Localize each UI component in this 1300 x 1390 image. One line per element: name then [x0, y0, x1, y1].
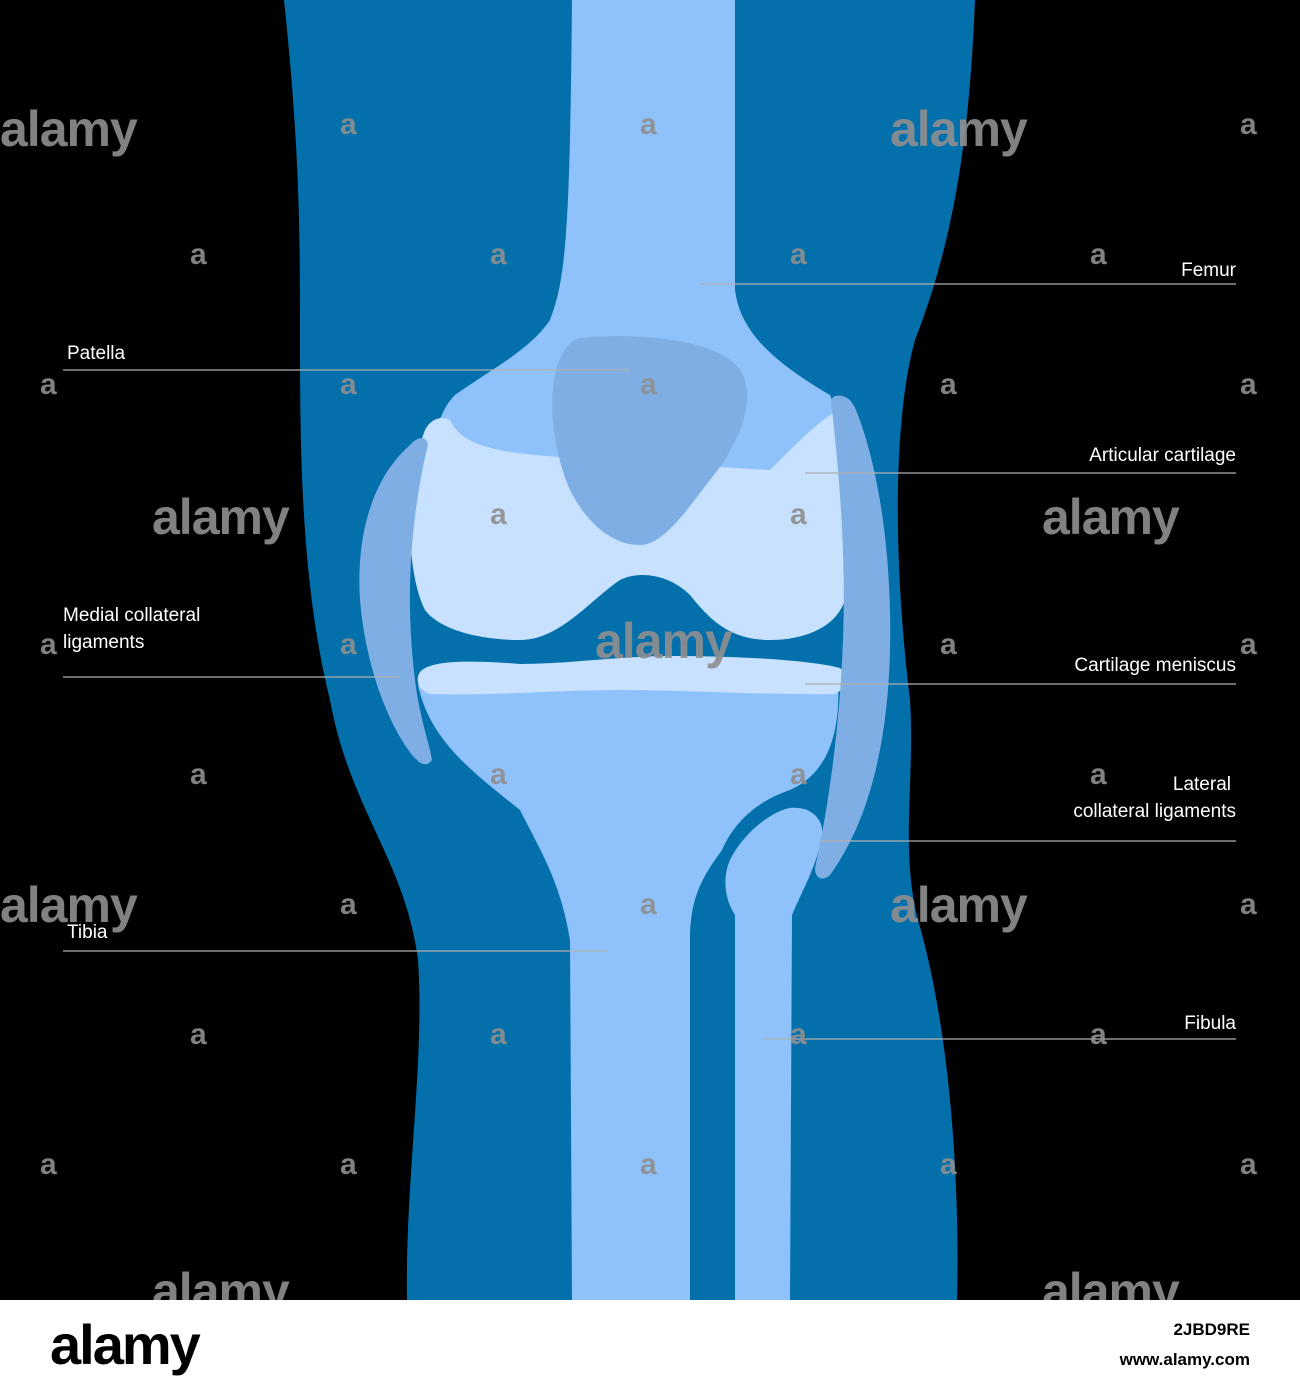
footer-bar: alamy 2JBD9RE www.alamy.com	[0, 1300, 1300, 1390]
lateral-collateral-label-line1: Lateral	[1172, 774, 1231, 795]
cartilage-meniscus	[417, 656, 846, 695]
patella-label: Patella	[67, 343, 126, 364]
watermark-mark: a	[1240, 628, 1257, 661]
tibia-bone	[418, 678, 839, 1300]
tibia-label: Tibia	[67, 922, 108, 943]
watermark-mark: a	[340, 628, 357, 661]
watermark-mark: a	[490, 1018, 507, 1051]
femur-label: Femur	[1181, 260, 1236, 281]
medial-collateral-ligament	[359, 438, 432, 765]
watermark-mark: a	[40, 1148, 57, 1181]
watermark-mark: a	[340, 888, 357, 921]
medial-collateral-label-line2: ligaments	[63, 632, 145, 653]
watermark-mark: a	[190, 758, 207, 791]
fibula-bone	[725, 807, 823, 1300]
watermark-logo: alamy	[152, 489, 290, 545]
watermark-logo: alamy	[890, 101, 1028, 157]
watermark-mark: a	[1090, 758, 1107, 791]
watermark-mark: a	[1240, 888, 1257, 921]
cartilage-meniscus-label: Cartilage meniscus	[1074, 655, 1236, 676]
watermark-mark: a	[640, 888, 657, 921]
watermark-logo: alamy	[595, 613, 733, 669]
lateral-collateral-label-line2: collateral ligaments	[1073, 801, 1236, 822]
watermark-mark: a	[490, 758, 507, 791]
watermark-mark: a	[640, 108, 657, 141]
watermark-mark: a	[790, 1018, 807, 1051]
medial-collateral-label-line1: Medial collateral	[63, 605, 201, 626]
watermark-mark: a	[340, 108, 357, 141]
watermark-mark: a	[790, 238, 807, 271]
watermark-logo: alamy	[0, 101, 138, 157]
watermark-mark: a	[340, 368, 357, 401]
watermark-logo: alamy	[890, 877, 1028, 933]
lateral-collateral-ligament	[815, 395, 891, 879]
watermark-mark: a	[940, 628, 957, 661]
patella-bone	[552, 336, 748, 545]
watermark-logo: alamy	[0, 877, 138, 933]
footer-image-id: 2JBD9RE	[1173, 1320, 1250, 1339]
fibula-label: Fibula	[1184, 1013, 1236, 1034]
watermark-mark: a	[190, 1018, 207, 1051]
watermark-mark: a	[640, 1148, 657, 1181]
watermark-mark: a	[40, 368, 57, 401]
watermark-mark: a	[1090, 238, 1107, 271]
watermark-mark: a	[640, 368, 657, 401]
watermark-mark: a	[1240, 368, 1257, 401]
watermark-logo: alamy	[1042, 489, 1180, 545]
watermark-mark: a	[790, 758, 807, 791]
watermark-mark: a	[190, 238, 207, 271]
watermark-mark: a	[40, 628, 57, 661]
leg-soft-tissue	[284, 0, 975, 1300]
watermark-mark: a	[1090, 1018, 1107, 1051]
watermark-mark: a	[790, 498, 807, 531]
watermark-mark: a	[940, 1148, 957, 1181]
watermark-mark: a	[340, 1148, 357, 1181]
watermark-mark: a	[1240, 1148, 1257, 1181]
watermark-mark: a	[1240, 108, 1257, 141]
footer-logo: alamy	[50, 1313, 201, 1376]
watermark-mark: a	[940, 368, 957, 401]
watermark-mark: a	[490, 498, 507, 531]
footer-url: www.alamy.com	[1119, 1350, 1250, 1369]
watermark-mark: a	[490, 238, 507, 271]
knee-joint-diagram	[63, 0, 1236, 1300]
articular-cartilage-label: Articular cartilage	[1089, 445, 1236, 466]
